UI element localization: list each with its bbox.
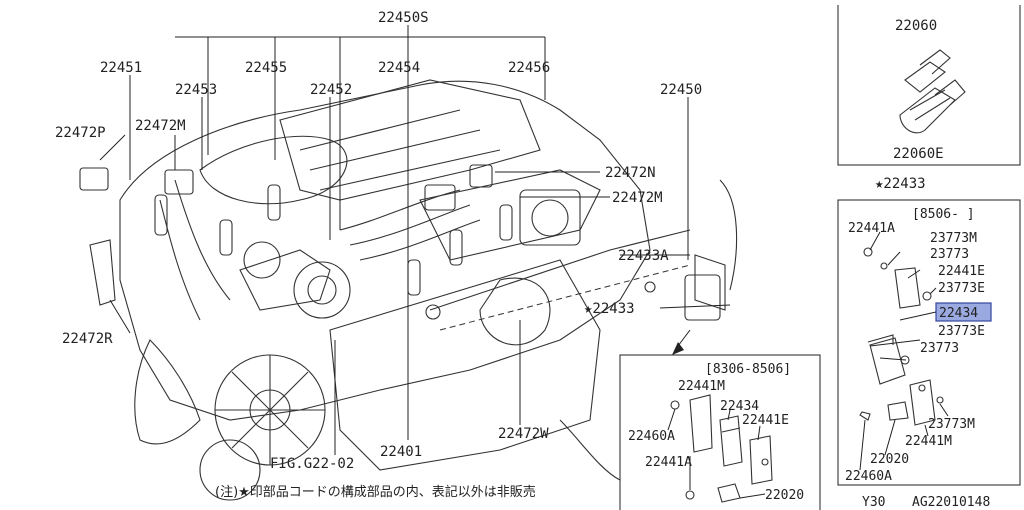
part-22455: 22455: [245, 60, 287, 76]
part-22453: 22453: [175, 82, 217, 98]
part-22441E: 22441E: [938, 264, 985, 279]
part-22020-b: 22020: [765, 488, 804, 503]
part-22450S: 22450S: [378, 10, 429, 26]
part-22441A-b: 22441A: [645, 455, 692, 470]
part-22433: ★22433: [584, 301, 635, 317]
part-22434-b: 22434: [720, 399, 759, 414]
inset-bottom: [8306-8506] 22441M 22434 22441E 22460A 2…: [619, 354, 821, 510]
part-22441E-b: 22441E: [742, 413, 789, 428]
coil-old-illustration: [667, 394, 773, 503]
part-22472M-left: 22472M: [135, 118, 186, 134]
part-22454: 22454: [378, 60, 420, 76]
model-code: Y30: [862, 495, 885, 510]
part-22020: 22020: [870, 452, 909, 467]
part-23773M: 23773M: [930, 231, 977, 246]
part-22472W: 22472W: [498, 426, 549, 442]
part-23773: 23773: [930, 247, 969, 262]
part-22401: 22401: [380, 444, 422, 460]
part-22460A: 22460A: [845, 469, 892, 484]
part-22452: 22452: [310, 82, 352, 98]
inset-right-date: [8506- ]: [912, 207, 975, 222]
part-22472P: 22472P: [55, 125, 106, 141]
part-23773E: 23773E: [938, 281, 985, 296]
footer: Y30 AG22010148: [862, 495, 990, 510]
figure-reference: FIG.G22-02: [270, 456, 354, 472]
part-23773M-b: 23773M: [928, 417, 975, 432]
part-22441M-b: 22441M: [678, 379, 725, 394]
main-labels: 22450S 22451 22455 22454 22456 22453 224…: [55, 10, 702, 500]
part-22060E: 22060E: [893, 146, 944, 162]
inset-top: 22060 22060E: [837, 5, 1021, 166]
part-22460A-b: 22460A: [628, 429, 675, 444]
inset-bottom-date: [8306-8506]: [705, 362, 791, 377]
part-22441A: 22441A: [848, 221, 895, 236]
coil-assembly-illustration: [859, 231, 949, 471]
part-23773-b: 23773: [920, 341, 959, 356]
part-22433A: 22433A: [618, 248, 669, 264]
diagram-code: AG22010148: [912, 495, 990, 510]
leader-lines: [99, 25, 731, 455]
part-22434-highlighted[interactable]: 22434: [939, 306, 978, 321]
part-23773E-b: 23773E: [938, 324, 985, 339]
footnote: (注)★印部品コードの構成部品の内、表記以外は非販売: [215, 484, 536, 500]
part-22456: 22456: [508, 60, 550, 76]
inset-right-heading: ★22433: [875, 176, 926, 192]
part-22060: 22060: [895, 18, 937, 34]
inset-right: ★22433 [8506- ] 22441A 23773M 23773 2244…: [837, 176, 1021, 486]
part-22472R: 22472R: [62, 331, 113, 347]
part-22451: 22451: [100, 60, 142, 76]
part-22472M-right: 22472M: [612, 190, 663, 206]
part-22472N: 22472N: [605, 165, 656, 181]
part-22441M: 22441M: [905, 434, 952, 449]
plug-cap-illustration: [899, 49, 966, 134]
part-22450: 22450: [660, 82, 702, 98]
engine-illustration: [79, 79, 738, 501]
